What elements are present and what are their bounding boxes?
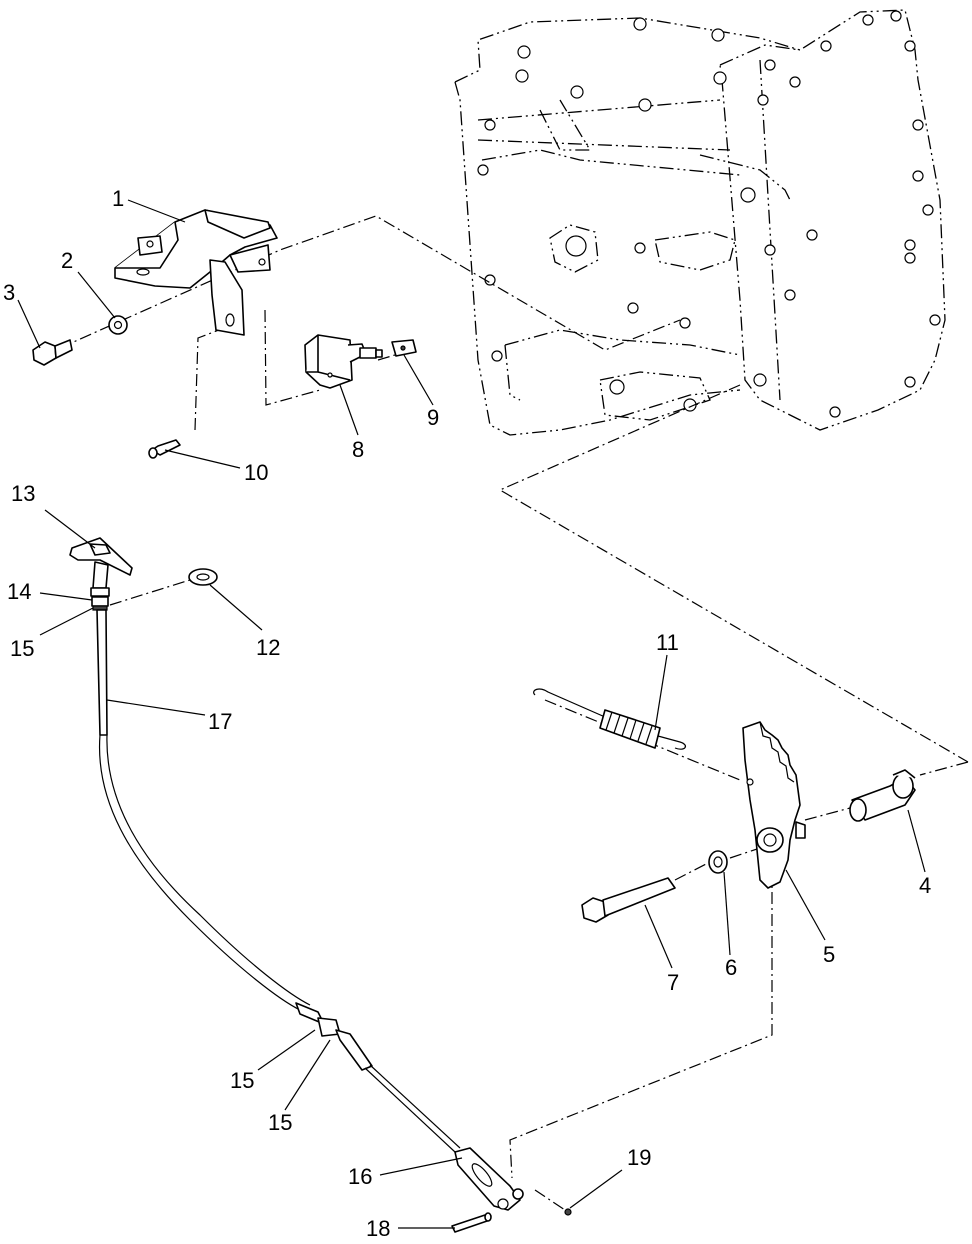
callout-2: 2 (61, 248, 73, 273)
callout-16: 16 (348, 1164, 372, 1189)
housing-holes (477, 10, 941, 418)
clip-nut (391, 339, 417, 357)
callout-8: 8 (352, 437, 364, 462)
interlock-switch (304, 334, 383, 389)
callout-11: 11 (656, 630, 679, 655)
washer-2 (108, 315, 128, 335)
callout-15-lower: 15 (268, 1110, 292, 1135)
cotter-pin (564, 1208, 572, 1216)
callout-10: 10 (244, 460, 268, 485)
callout-15-top: 15 (10, 636, 34, 661)
bolt-7 (581, 877, 676, 923)
spring (533, 688, 687, 750)
clevis (454, 1147, 524, 1211)
t-handle (69, 537, 133, 589)
screw-10 (148, 439, 181, 459)
leader-lines (17, 199, 926, 1229)
callout-18: 18 (366, 1216, 390, 1241)
bracket (114, 209, 278, 336)
callout-1: 1 (112, 186, 124, 211)
sector-plate (742, 721, 806, 889)
callout-17: 17 (208, 709, 232, 734)
housing-bolts (515, 17, 727, 112)
throttle-cable (96, 609, 461, 1153)
callout-7: 7 (667, 970, 679, 995)
callout-6: 6 (725, 955, 737, 980)
callout-9: 9 (427, 405, 439, 430)
transmission-housing-phantom (454, 9, 946, 436)
callout-3: 3 (3, 280, 15, 305)
callout-4: 4 (919, 873, 931, 898)
washer-12 (188, 568, 218, 586)
cable-upper-fittings (90, 587, 110, 611)
clevis-pin (451, 1212, 492, 1233)
callout-14: 14 (7, 579, 31, 604)
callout-labels: 1 2 3 4 5 6 7 8 9 10 11 12 13 14 15 15 1… (3, 186, 931, 1241)
callout-19: 19 (627, 1145, 651, 1170)
assembly-centerlines (59, 215, 969, 1211)
callout-12: 12 (256, 635, 280, 660)
bolt-3 (32, 339, 73, 366)
callout-13: 13 (11, 481, 35, 506)
washer-6 (708, 850, 728, 874)
callout-15-middle: 15 (230, 1068, 254, 1093)
callout-5: 5 (823, 942, 835, 967)
bushing (849, 769, 916, 822)
